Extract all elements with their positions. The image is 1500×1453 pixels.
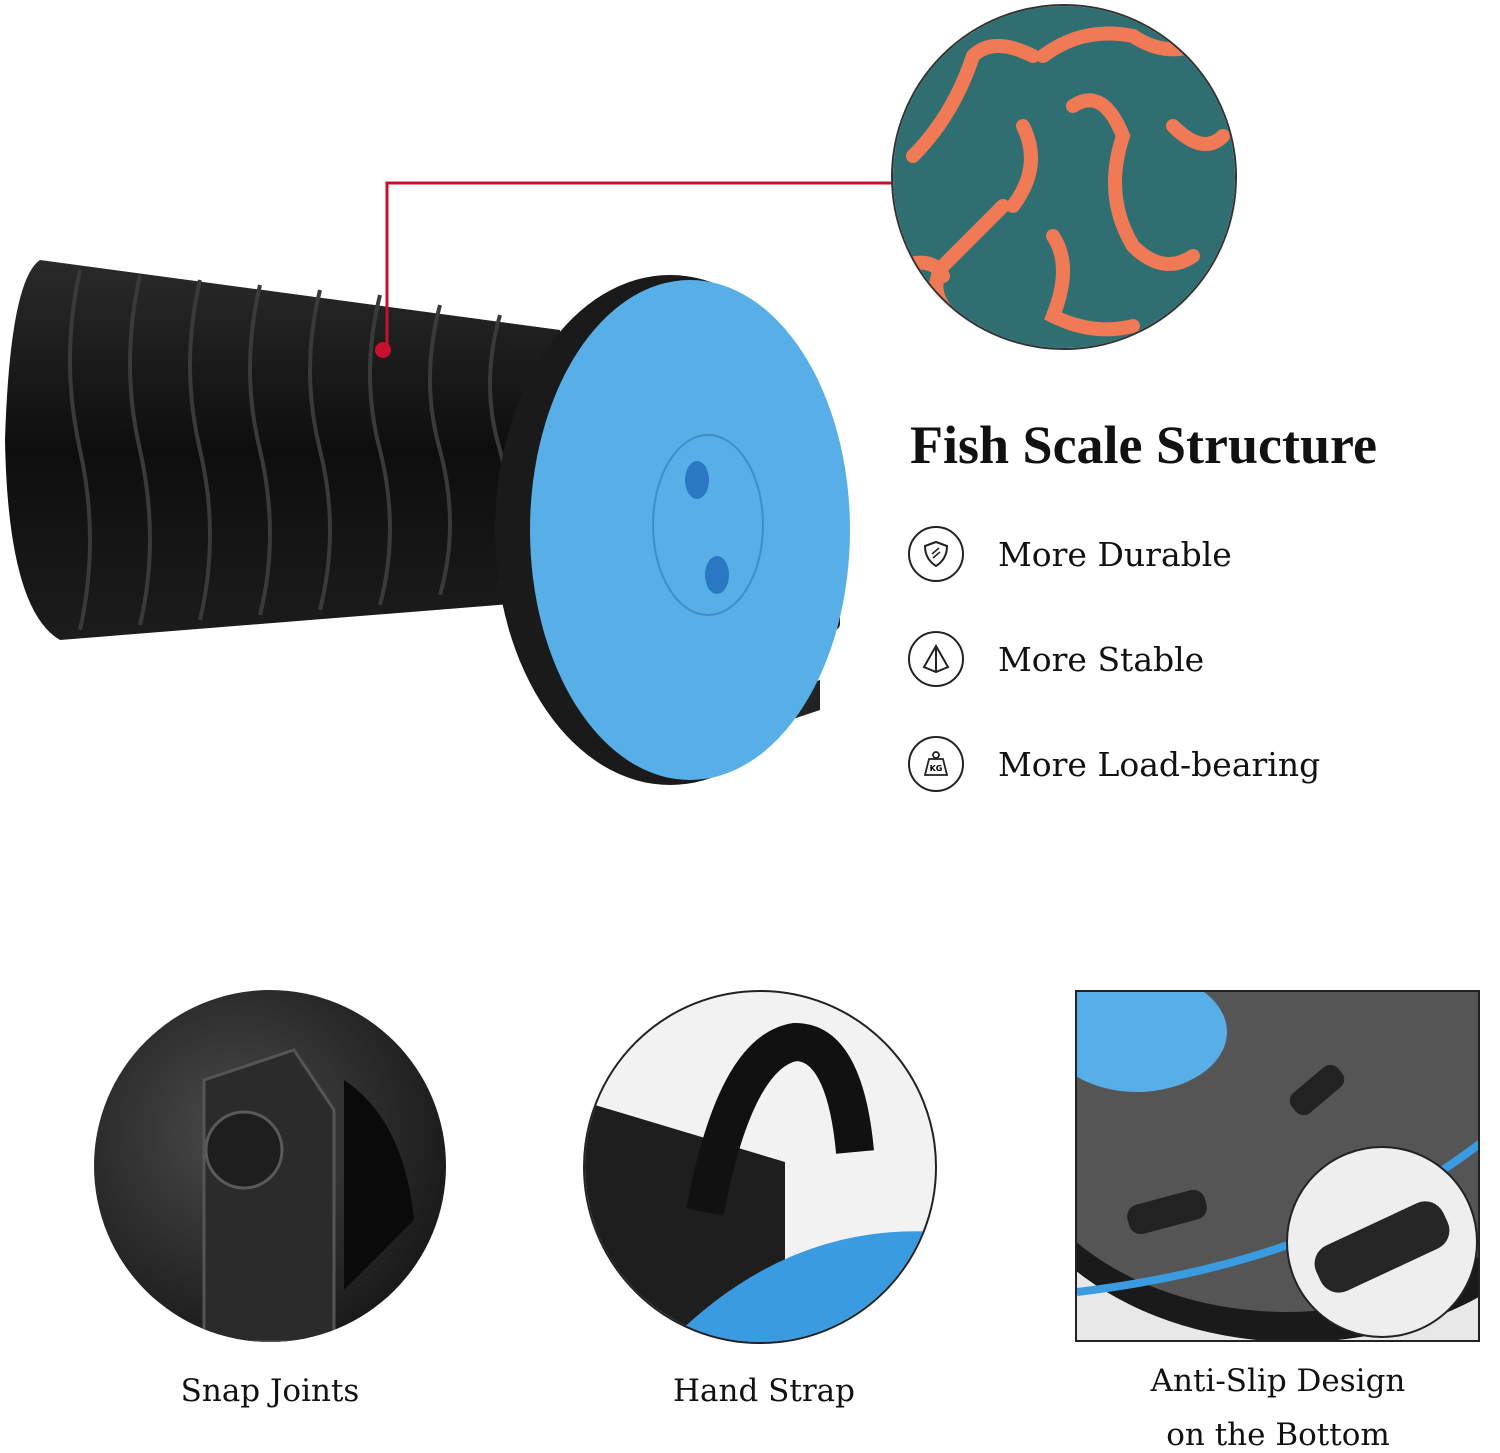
feature-item-load-bearing: KG More Load-bearing: [908, 734, 1468, 794]
pyramid-icon: [908, 631, 964, 687]
detail-label-hand-strap: Hand Strap: [672, 1373, 856, 1409]
snap-joints-closeup: [94, 990, 446, 1342]
feature-label: More Stable: [998, 639, 1205, 679]
shield-icon: [908, 526, 964, 582]
detail-label-anti-slip-line1: Anti-Slip Design: [1150, 1363, 1406, 1399]
weight-kg-icon: KG: [908, 736, 964, 792]
weight-icon-text: KG: [930, 764, 943, 773]
anti-slip-closeup: [1075, 990, 1480, 1342]
feature-item-stable: More Stable: [908, 629, 1468, 689]
stool-product-image: [5, 260, 850, 785]
detail-label-snap-joints: Snap Joints: [180, 1373, 360, 1409]
feature-label: More Durable: [998, 534, 1232, 574]
detail-label-anti-slip-line2: on the Bottom: [1166, 1417, 1390, 1453]
fish-scale-closeup: [891, 4, 1237, 350]
feature-heading: Fish Scale Structure: [910, 415, 1377, 475]
hand-strap-closeup: [583, 990, 937, 1344]
callout-line: [375, 181, 893, 358]
feature-item-durable: More Durable: [908, 524, 1468, 584]
feature-label: More Load-bearing: [998, 744, 1321, 784]
